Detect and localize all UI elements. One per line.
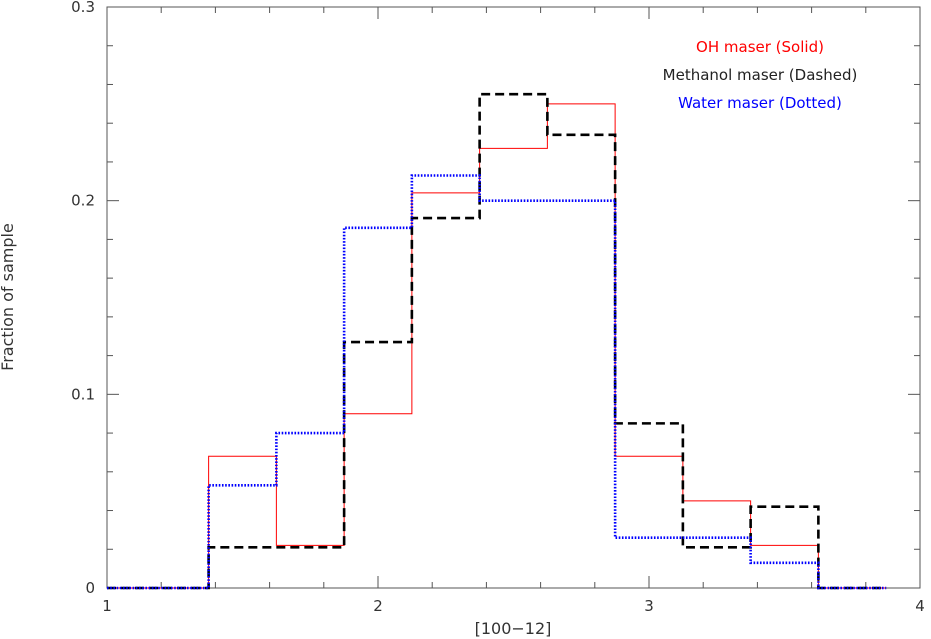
y-tick-label: 0.3 <box>71 0 95 16</box>
y-axis-label: Fraction of sample <box>0 223 17 371</box>
y-tick-label: 0.1 <box>71 385 95 403</box>
x-tick-label: 2 <box>373 597 383 615</box>
axis-ticks <box>106 6 921 589</box>
plot-frame <box>106 6 921 589</box>
legend-water-maser: Water maser (Dotted) <box>678 94 842 112</box>
x-axis-label: [100−12] <box>475 619 552 638</box>
y-tick-label: 0.2 <box>71 192 95 210</box>
x-tick-label: 1 <box>102 597 112 615</box>
series-solid-line <box>107 103 887 589</box>
series-dashed-line <box>107 92 887 590</box>
legend-methanol-maser: Methanol maser (Dashed) <box>663 66 858 84</box>
series-dotted-line <box>107 174 887 590</box>
legend-oh-maser: OH maser (Solid) <box>696 38 824 56</box>
series-layer <box>107 92 887 590</box>
legend: OH maser (Solid) Methanol maser (Dashed)… <box>663 38 858 112</box>
x-tick-labels: 1 2 3 4 <box>102 597 925 615</box>
x-tick-label: 4 <box>915 597 925 615</box>
x-tick-label: 3 <box>644 597 654 615</box>
y-tick-label: 0 <box>85 579 95 597</box>
y-tick-labels: 0 0.1 0.2 0.3 <box>71 0 95 597</box>
